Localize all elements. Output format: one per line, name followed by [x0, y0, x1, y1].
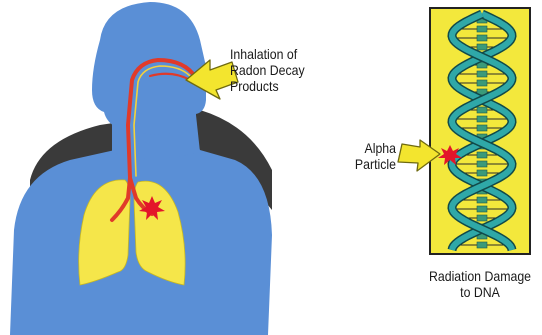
dna-base — [477, 80, 487, 86]
damage-label-line-2: to DNA — [423, 284, 537, 300]
dna-base — [477, 116, 487, 122]
dna-base — [477, 125, 487, 131]
dna-base — [477, 197, 487, 203]
alpha-label-line-2: Particle — [343, 156, 396, 172]
dna-base — [477, 152, 487, 158]
dna-base — [477, 71, 487, 77]
alpha-label-line-1: Alpha — [343, 140, 396, 156]
dna-base — [477, 161, 487, 167]
dna-base — [477, 242, 487, 248]
dna-base — [477, 44, 487, 50]
inhalation-label: Inhalation of Radon Decay Products — [230, 46, 344, 94]
alpha-particle-label: Alpha Particle — [343, 140, 396, 172]
dna-panel — [430, 8, 530, 254]
radiation-damage-label: Radiation Damage to DNA — [423, 268, 537, 300]
dna-base — [477, 170, 487, 176]
inhalation-label-line-1: Inhalation of — [230, 46, 344, 62]
dna-base — [477, 107, 487, 113]
dna-base — [477, 35, 487, 41]
inhalation-label-line-3: Products — [230, 78, 344, 94]
dna-base — [477, 215, 487, 221]
damage-label-line-1: Radiation Damage — [423, 268, 537, 284]
dna-base — [477, 26, 487, 32]
inhalation-label-line-2: Radon Decay — [230, 62, 344, 78]
dna-base — [477, 206, 487, 212]
